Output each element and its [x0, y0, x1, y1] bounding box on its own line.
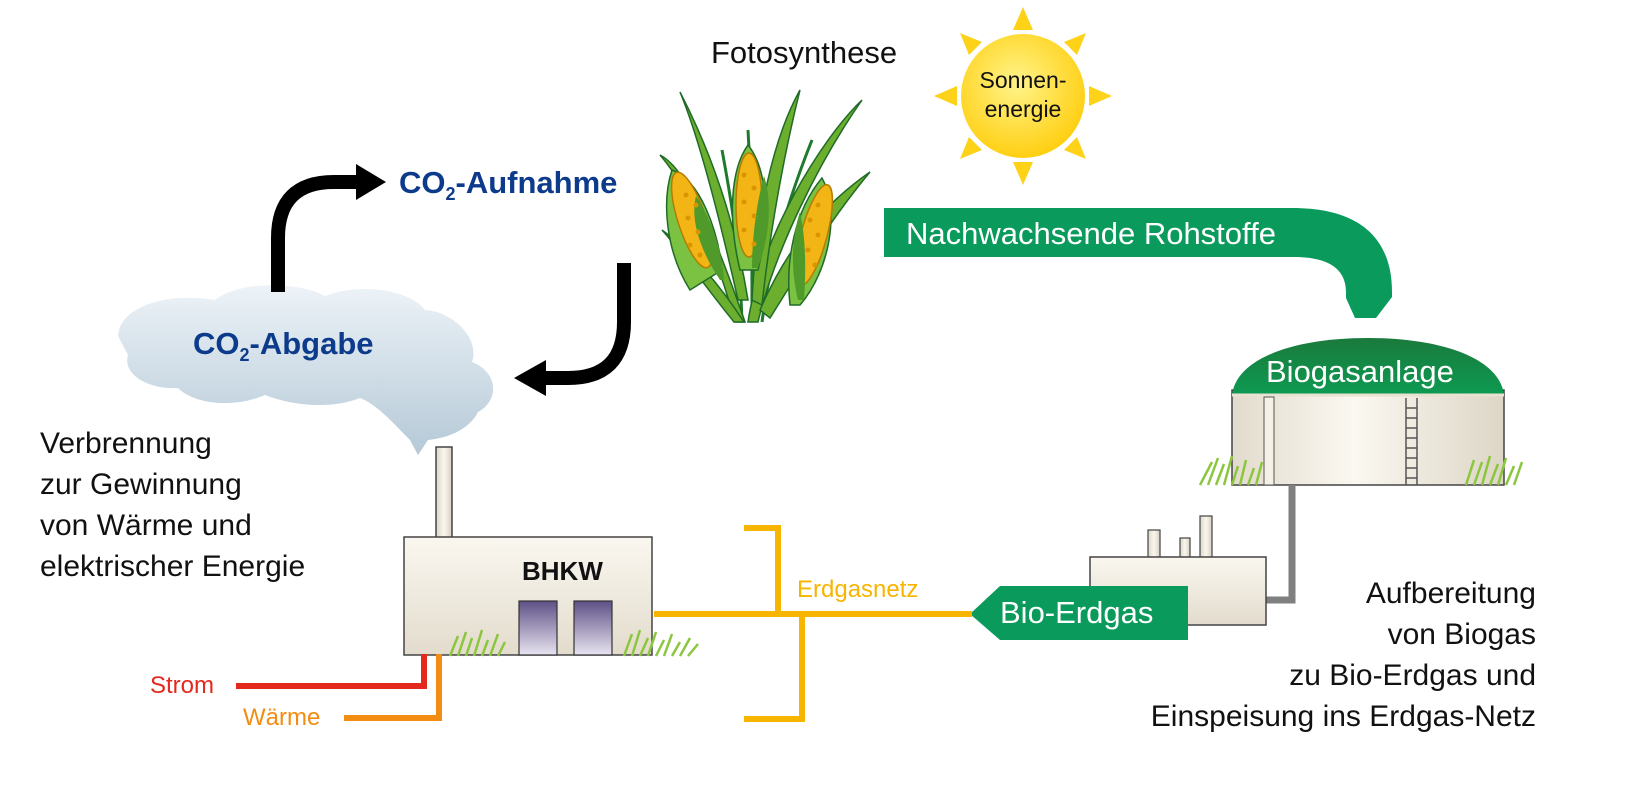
co2-uptake-arrow: [271, 164, 386, 292]
maize-plant-icon: [659, 89, 871, 323]
combustion-text: Verbrennung zur Gewinnung von Wärme und …: [40, 427, 306, 583]
gas-grid-pipes: [654, 525, 972, 722]
co2-release-suffix: -Abgabe: [249, 326, 374, 361]
cloud-icon: [118, 285, 494, 455]
sun-label: Sonnen- energie: [963, 66, 1083, 124]
bio-gas-arrow: [970, 586, 1188, 640]
sun-label-line2: energie: [984, 96, 1062, 122]
co2-uptake-label: CO2-Aufnahme: [399, 165, 617, 205]
power-line: [236, 654, 427, 689]
co2-release-label: CO2-Abgabe: [193, 326, 374, 366]
sun-icon: [934, 7, 1112, 185]
co2-release-subscript: 2: [239, 345, 250, 366]
heat-line: [344, 654, 442, 721]
sun-label-line1: Sonnen-: [979, 67, 1067, 93]
power-label: Strom: [150, 672, 215, 699]
co2-release-prefix: CO: [193, 326, 240, 361]
chp-building-icon: [403, 536, 699, 657]
bio-gas-label: Bio-Erdgas: [1000, 595, 1154, 630]
heat-label: Wärme: [243, 704, 321, 731]
chp-chimney: [435, 446, 453, 540]
co2-release-arrow: [514, 263, 631, 396]
chp-label: BHKW: [522, 556, 603, 586]
photosynthesis-label: Fotosynthese: [711, 35, 898, 70]
biogas-pipe: [1266, 485, 1296, 604]
co2-uptake-suffix: -Aufnahme: [455, 165, 618, 200]
renewables-arrow: [884, 208, 1392, 318]
biogas-plant-label: Biogasanlage: [1266, 354, 1454, 389]
co2-uptake-prefix: CO: [399, 165, 446, 200]
co2-uptake-subscript: 2: [445, 184, 456, 205]
gas-grid-label: Erdgasnetz: [797, 576, 919, 603]
biogas-plant-icon: [1198, 338, 1524, 486]
renewables-label: Nachwachsende Rohstoffe: [906, 216, 1276, 251]
upgrading-text: Aufbereitung von Biogas zu Bio-Erdgas un…: [1150, 577, 1536, 733]
